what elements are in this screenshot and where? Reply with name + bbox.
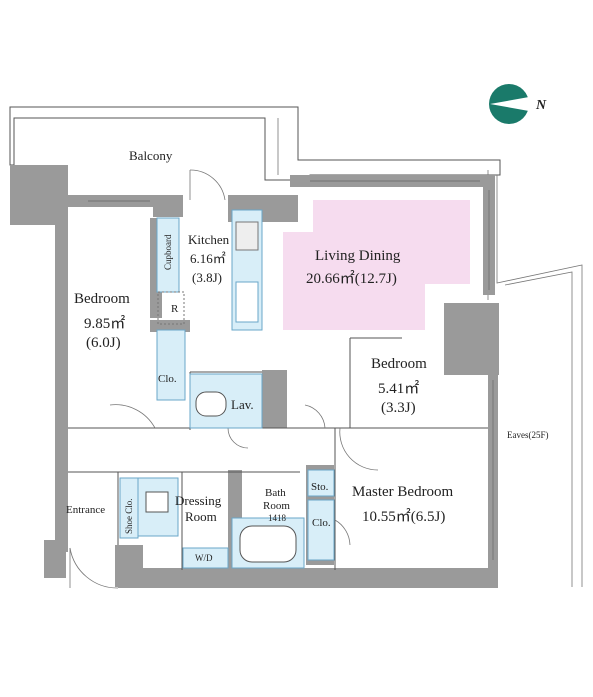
bath-room-label-2: Room xyxy=(263,500,290,512)
balcony-label: Balcony xyxy=(129,148,173,163)
cupboard-label: Cupboard xyxy=(163,234,173,270)
bedroom-mid-label: Bedroom xyxy=(371,356,427,372)
master-bedroom-area: 10.55㎡(6.5J) xyxy=(362,508,445,525)
kitchen-jo: (3.8J) xyxy=(192,270,222,285)
storage-fixture xyxy=(307,469,335,497)
bedroom-west-label: Bedroom xyxy=(74,291,130,307)
washer-label: W/D xyxy=(195,553,213,563)
dressing-room-label-2: Room xyxy=(185,509,217,524)
bedroom-west-area: 9.85㎡ xyxy=(84,315,125,332)
entrance-label: Entrance xyxy=(66,504,105,516)
fixtures xyxy=(119,209,335,569)
storage-label: Sto. xyxy=(311,481,329,493)
bedroom-mid-area: 5.41㎡ xyxy=(378,380,419,397)
refrigerator-label: R xyxy=(171,303,179,315)
living-dining-area: 20.66㎡(12.7J) xyxy=(306,270,397,287)
windows xyxy=(88,180,494,560)
kitchen-label: Kitchen xyxy=(188,232,230,247)
bedroom-mid-jo: (3.3J) xyxy=(381,400,416,416)
washer-fixture xyxy=(182,547,229,569)
refrigerator-space xyxy=(157,291,185,325)
toilet-icon xyxy=(195,391,227,417)
balcony-outline xyxy=(9,106,501,181)
north-compass-icon xyxy=(489,84,529,124)
bedroom-west-jo: (6.0J) xyxy=(86,335,121,351)
bath-room-label-1: Bath xyxy=(265,487,286,499)
compass-label: N xyxy=(535,98,547,113)
closet-west-fixture xyxy=(156,329,186,401)
eaves-outline xyxy=(496,175,583,587)
doors xyxy=(69,169,379,589)
bath-room-size: 1418 xyxy=(268,513,287,523)
living-dining-label: Living Dining xyxy=(315,248,401,264)
kitchen-area: 6.16㎡ xyxy=(190,251,226,266)
closet-master-fixture xyxy=(307,499,335,561)
living-dining-area xyxy=(283,200,470,330)
closet-west-label: Clo. xyxy=(158,373,177,385)
shoe-closet-label: Shoe Clo. xyxy=(124,498,134,534)
dressing-room-label-1: Dressing xyxy=(175,493,222,508)
stove-icon xyxy=(235,221,259,251)
closet-master-label: Clo. xyxy=(312,517,331,529)
eaves-label: Eaves(25F) xyxy=(507,430,549,440)
lavatory-label: Lav. xyxy=(231,397,254,412)
master-bedroom-label: Master Bedroom xyxy=(352,484,454,500)
sink-icon xyxy=(235,281,259,323)
